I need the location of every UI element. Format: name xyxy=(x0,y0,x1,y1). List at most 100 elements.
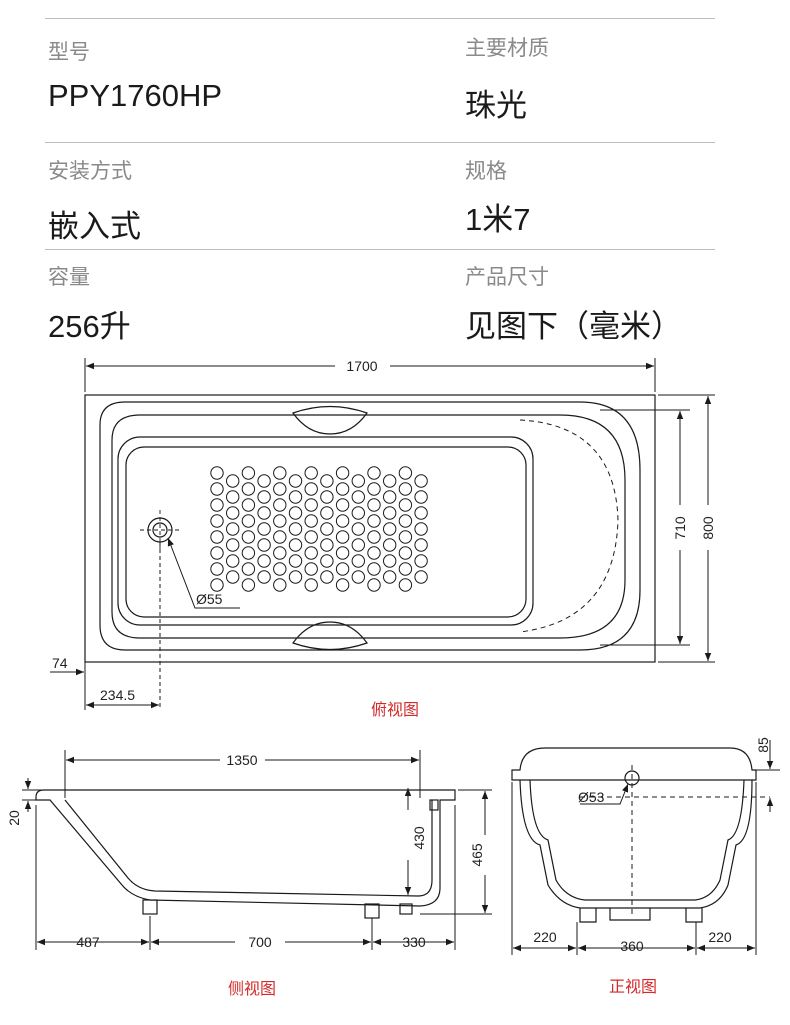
antislip-dot xyxy=(210,482,224,496)
antislip-dot xyxy=(320,538,334,552)
material-label: 主要材质 xyxy=(465,37,549,60)
antislip-dot xyxy=(367,482,381,496)
divider xyxy=(45,249,715,250)
antislip-dot xyxy=(226,506,240,520)
antislip-dot xyxy=(288,538,303,552)
antislip-dot xyxy=(383,538,397,552)
front-view xyxy=(511,740,780,955)
dim-inner-length: 1350 xyxy=(226,752,257,768)
antislip-dot xyxy=(335,482,350,496)
size-label: 规格 xyxy=(465,160,507,183)
antislip-dot xyxy=(241,498,256,512)
front-view-caption: 正视图 xyxy=(609,978,657,996)
antislip-dot xyxy=(320,522,334,536)
antislip-dot xyxy=(210,498,224,512)
top-view xyxy=(50,358,715,710)
antislip-dot xyxy=(304,482,318,496)
dimensions-label: 产品尺寸 xyxy=(465,266,549,289)
antislip-dot xyxy=(335,498,350,512)
antislip-dot xyxy=(367,530,381,544)
install-value: 嵌入式 xyxy=(48,209,141,244)
antislip-dot xyxy=(304,562,318,576)
antislip-dot xyxy=(226,554,240,568)
antislip-dot xyxy=(351,506,365,520)
antislip-dot xyxy=(210,578,224,592)
handle-top xyxy=(292,405,368,435)
antislip-dot xyxy=(226,490,240,504)
handle-bottom xyxy=(292,621,368,651)
antislip-dot xyxy=(335,578,350,592)
tub-outline xyxy=(84,394,656,663)
antislip-dot xyxy=(288,570,303,584)
antislip-dot xyxy=(414,490,428,504)
antislip-dot xyxy=(414,554,428,568)
antislip-dot xyxy=(226,570,240,584)
antislip-dot xyxy=(414,538,428,552)
capacity-value: 256升 xyxy=(48,309,131,344)
antislip-dot xyxy=(210,546,224,560)
antislip-dot xyxy=(273,482,287,496)
antislip-dot xyxy=(351,570,365,584)
antislip-dot xyxy=(273,562,287,576)
antislip-dot xyxy=(398,530,413,544)
antislip-dot xyxy=(398,578,413,592)
antislip-dot xyxy=(383,474,397,488)
antislip-dot xyxy=(367,466,381,480)
antislip-dot xyxy=(383,490,397,504)
antislip-dot xyxy=(414,570,428,584)
antislip-dot xyxy=(257,490,271,504)
antislip-dot xyxy=(226,522,240,536)
antislip-dot xyxy=(273,466,287,480)
antislip-dot xyxy=(414,522,428,536)
antislip-dot xyxy=(351,522,365,536)
antislip-dots xyxy=(210,466,428,592)
antislip-dot xyxy=(257,538,271,552)
top-view-caption: 俯视图 xyxy=(371,701,419,719)
dim-width: 800 xyxy=(700,516,716,540)
antislip-dot xyxy=(226,474,240,488)
antislip-dot xyxy=(257,506,271,520)
antislip-dot xyxy=(241,546,256,560)
antislip-dot xyxy=(398,514,413,528)
antislip-dot xyxy=(320,554,334,568)
antislip-dot xyxy=(367,546,381,560)
dimensions-value: 见图下（毫米） xyxy=(465,309,682,344)
antislip-dot xyxy=(288,522,303,536)
antislip-dot xyxy=(304,514,318,528)
antislip-dot xyxy=(398,498,413,512)
antislip-dot xyxy=(273,530,287,544)
antislip-dot xyxy=(257,522,271,536)
antislip-dot xyxy=(383,570,397,584)
antislip-dot xyxy=(335,562,350,576)
antislip-dot xyxy=(320,474,334,488)
antislip-dot xyxy=(351,554,365,568)
antislip-dot xyxy=(288,554,303,568)
dim-inner-width: 710 xyxy=(672,516,688,540)
dim-overflow-dia: Ø53 xyxy=(578,789,605,805)
antislip-dot xyxy=(383,506,397,520)
antislip-dot xyxy=(398,466,413,480)
antislip-dot xyxy=(241,530,256,544)
antislip-dot xyxy=(241,514,256,528)
dim-length: 1700 xyxy=(346,358,377,374)
antislip-dot xyxy=(351,490,365,504)
antislip-dot xyxy=(210,466,224,480)
antislip-dot xyxy=(304,498,318,512)
antislip-dot xyxy=(210,530,224,544)
dim-height: 465 xyxy=(469,843,485,867)
material-value: 珠光 xyxy=(465,88,527,123)
dim-left: 220 xyxy=(533,929,557,945)
dim-right: 220 xyxy=(708,929,732,945)
dim-edge: 74 xyxy=(52,655,68,671)
antislip-dot xyxy=(398,546,413,560)
antislip-dot xyxy=(367,498,381,512)
antislip-dot xyxy=(320,506,334,520)
antislip-dot xyxy=(367,578,381,592)
antislip-dot xyxy=(210,562,224,576)
dim-left: 487 xyxy=(76,934,100,950)
model-value: PPY1760HP xyxy=(48,78,223,113)
antislip-dot xyxy=(414,474,428,488)
antislip-dot xyxy=(273,546,287,560)
antislip-dot xyxy=(398,562,413,576)
side-view xyxy=(22,750,492,950)
